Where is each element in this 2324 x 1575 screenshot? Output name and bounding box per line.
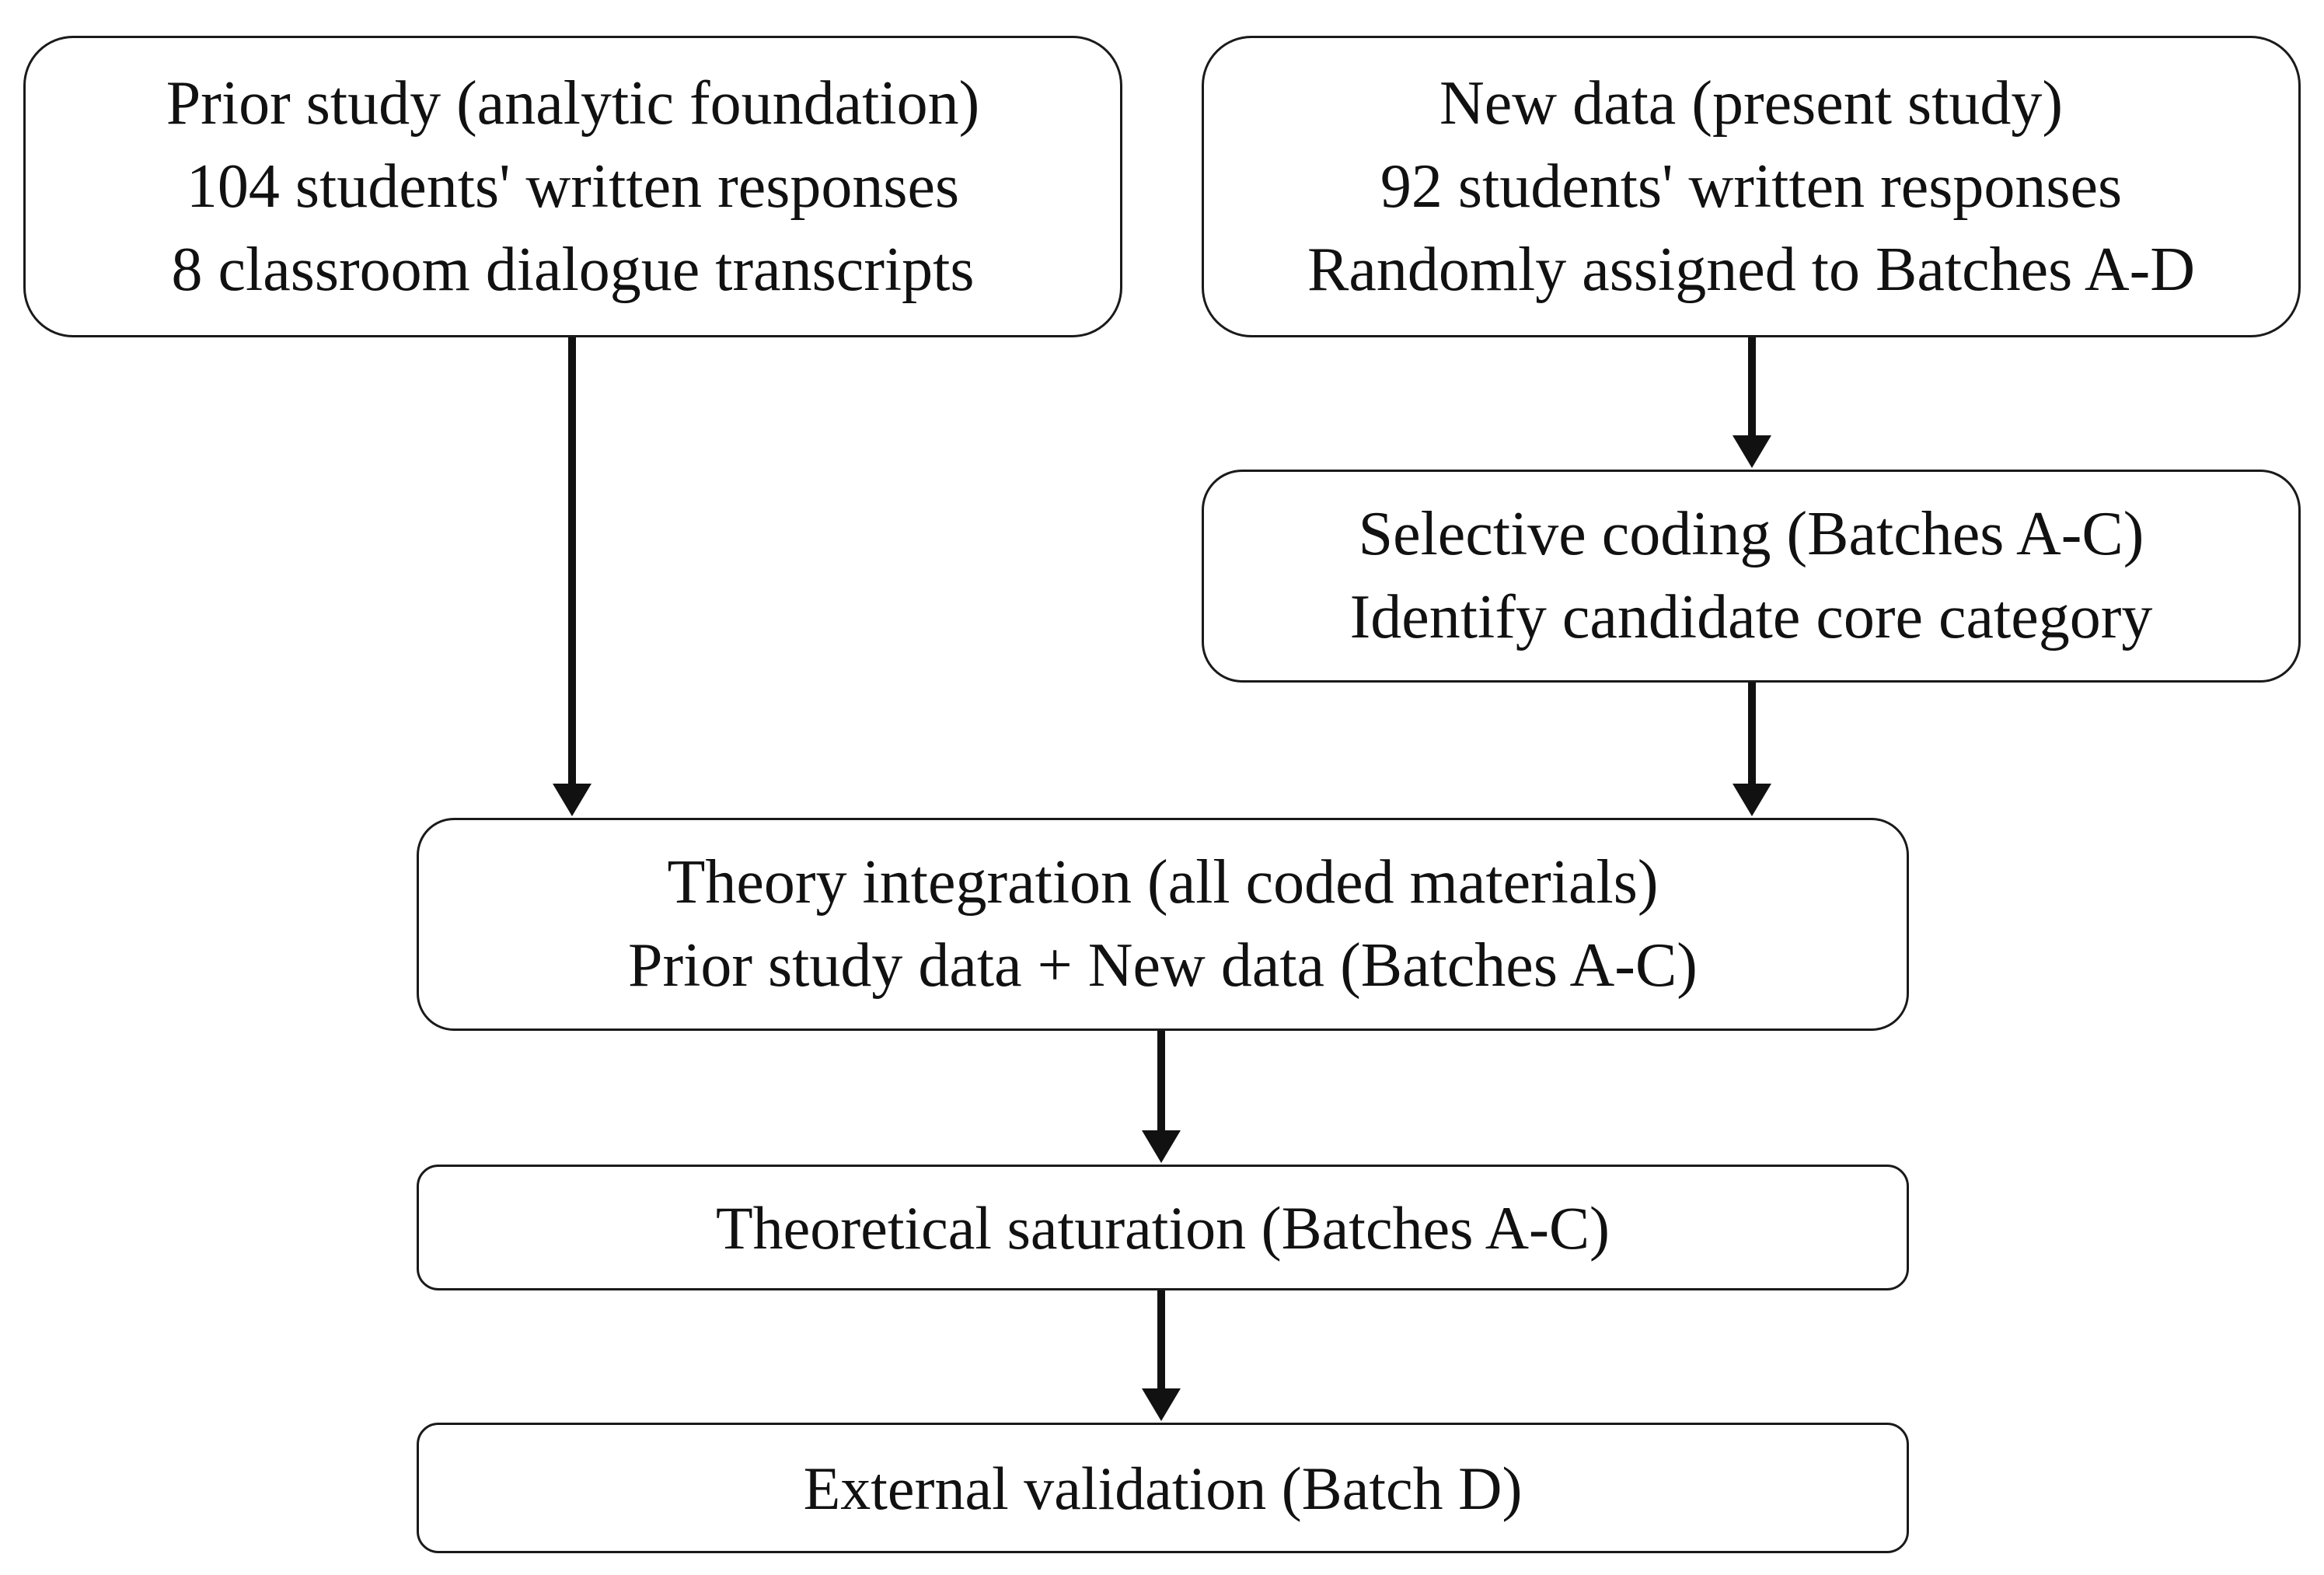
selective-coding-node: Selective coding (Batches A-C) Identify … (1202, 470, 2301, 683)
external-validation-node: External validation (Batch D) (417, 1423, 1909, 1553)
new-data-node: New data (present study) 92 students' wr… (1202, 36, 2301, 337)
prior-study-responses: 104 students' written responses (186, 152, 960, 221)
theory-integration-detail: Prior study data + New data (Batches A-C… (628, 931, 1698, 1000)
arrow-prior-to-theory (553, 337, 591, 816)
theory-integration-title: Theory integration (all coded materials) (667, 848, 1659, 917)
arrow-selective-coding-to-theory (1733, 683, 1771, 816)
arrow-saturation-to-validation (1142, 1290, 1181, 1421)
arrow-new-data-to-selective-coding (1733, 337, 1771, 468)
prior-study-node: Prior study (analytic foundation) 104 st… (23, 36, 1122, 337)
theory-integration-node: Theory integration (all coded materials)… (417, 818, 1909, 1031)
prior-study-title: Prior study (analytic foundation) (166, 68, 980, 138)
external-validation-title: External validation (Batch D) (803, 1454, 1523, 1522)
selective-coding-title: Selective coding (Batches A-C) (1358, 500, 2144, 568)
selective-coding-detail: Identify candidate core category (1349, 583, 2153, 651)
prior-study-transcripts: 8 classroom dialogue transcripts (171, 235, 975, 304)
theoretical-saturation-title: Theoretical saturation (Batches A-C) (715, 1193, 1610, 1262)
new-data-responses: 92 students' written responses (1380, 152, 2123, 221)
new-data-assignment: Randomly assigned to Batches A-D (1307, 235, 2196, 304)
theoretical-saturation-node: Theoretical saturation (Batches A-C) (417, 1165, 1909, 1290)
arrow-theory-to-saturation (1142, 1031, 1181, 1163)
new-data-title: New data (present study) (1439, 68, 2063, 138)
